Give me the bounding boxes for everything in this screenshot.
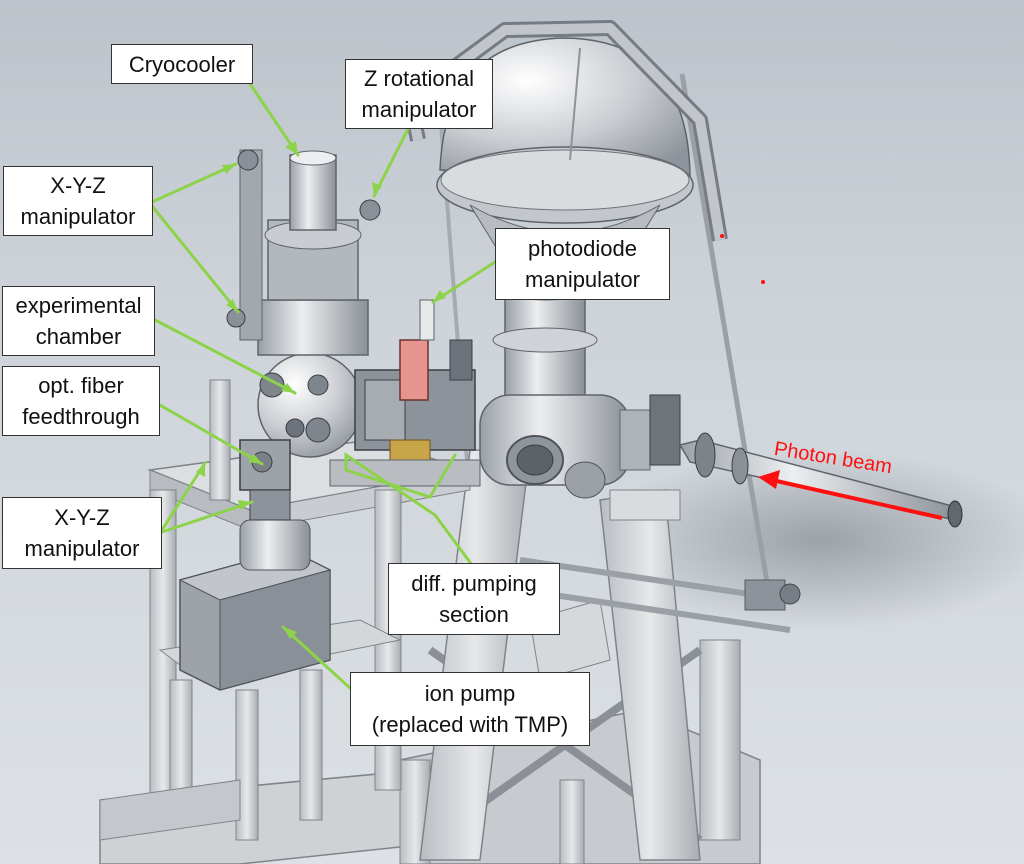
label-cryocooler: Cryocooler [111,44,253,84]
leader-xyz-bottom-2 [160,500,254,534]
label-diff-pumping-section: diff. pumping section [388,563,560,635]
support-rod [679,73,773,601]
label-xyz-manipulator-bottom: X-Y-Z manipulator [2,497,162,569]
rail-assembly [519,557,801,633]
diff-pumping-assembly [329,299,481,487]
label-line: photodiode [528,236,637,261]
cross-chamber [479,394,681,499]
leader-cryocooler [244,76,300,157]
leader-z-rotational [372,123,412,198]
label-line: manipulator [24,536,140,561]
label-line: feedthrough [22,404,140,429]
leader-xyz-bottom-1 [160,461,207,532]
photon-beam-arrow [758,470,943,520]
label-opt-fiber-feedthrough: opt. fiber feedthrough [2,366,160,436]
label-photodiode-manipulator: photodiode manipulator [495,228,670,300]
label-line: manipulator [20,204,136,229]
label-line: (replaced with TMP) [371,712,569,737]
label-line: experimental [15,293,142,318]
marker-dot [761,280,765,284]
leader-lines [150,76,497,690]
label-line: chamber [35,324,122,349]
ion-pump-body [178,519,332,691]
leader-xyz-top-1 [150,162,238,204]
leader-arrowheads [196,141,446,639]
lower-manipulator-body [239,418,305,521]
label-line: manipulator [525,267,640,292]
label-line: ion pump [424,681,516,706]
label-z-rotational-manipulator: Z rotational manipulator [345,59,493,129]
label-line: Cryocooler [128,51,236,77]
left-table [99,379,471,841]
label-ion-pump: ion pump (replaced with TMP) [350,672,590,746]
leader-xyz-top-2 [150,204,240,314]
label-line: X-Y-Z [50,173,106,198]
label-line: Z rotational [363,66,475,91]
leader-ion-pump [281,625,352,690]
label-experimental-chamber: experimental chamber [2,286,155,356]
label-line: diff. pumping [411,571,537,596]
leader-experimental [153,318,297,395]
beam-pipe [678,432,963,528]
leader-opt-fiber [158,403,264,466]
label-line: X-Y-Z [54,505,110,530]
label-line: manipulator [361,97,477,122]
experimental-chamber-body [226,149,381,458]
marker-dot [720,234,724,238]
label-line: opt. fiber [38,373,124,398]
leader-diff-pumping [344,452,474,567]
label-xyz-manipulator-top: X-Y-Z manipulator [3,166,153,236]
label-line: section [439,602,509,627]
